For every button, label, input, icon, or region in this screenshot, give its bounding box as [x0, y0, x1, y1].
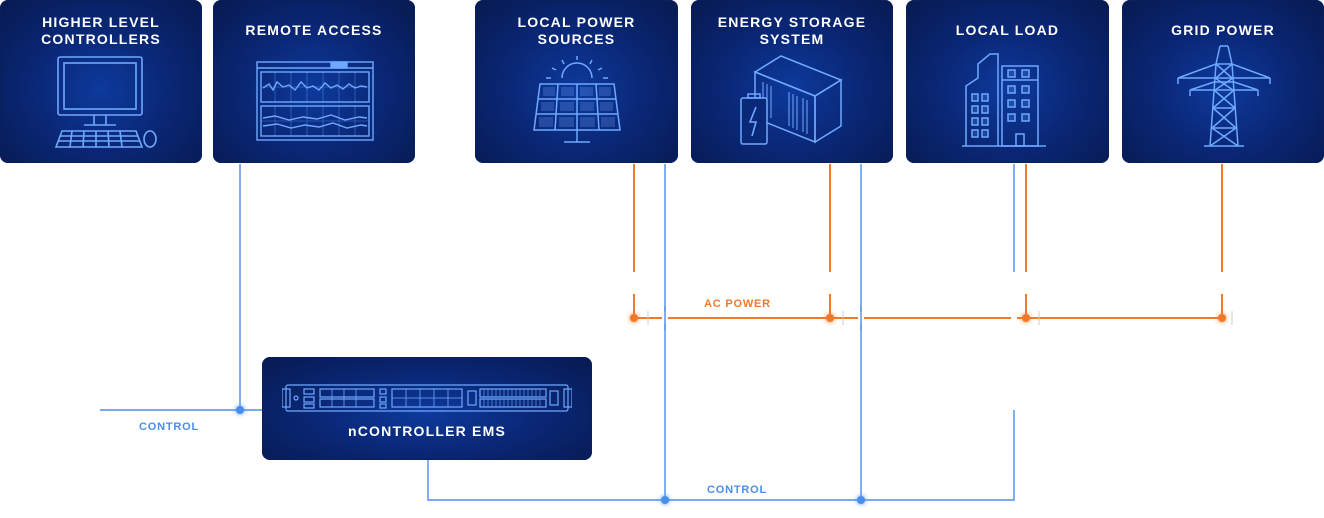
buildings-icon [962, 50, 1046, 148]
card-title: nCONTROLLER EMS [348, 423, 506, 439]
card-ncontroller-ems: nCONTROLLER EMS [262, 357, 592, 460]
card-title: HIGHER LEVEL CONTROLLERS [41, 14, 161, 47]
monitoring-screen-icon [255, 60, 375, 142]
card-remote-access: REMOTE ACCESS [213, 0, 415, 163]
rack-server-icon [282, 383, 572, 413]
card-title: GRID POWER [1171, 22, 1275, 38]
control-label-left: CONTROL [139, 421, 199, 433]
card-grid-power: GRID POWER [1122, 0, 1324, 163]
ac-power-lines [633, 164, 1223, 319]
control-label-bottom: CONTROL [707, 484, 767, 496]
card-higher-level-controllers: HIGHER LEVEL CONTROLLERS [0, 0, 202, 163]
desktop-computer-icon [52, 55, 162, 151]
ac-nodes [630, 314, 1226, 322]
control-lines [100, 164, 1015, 501]
solar-panel-icon [530, 54, 624, 146]
card-local-load: LOCAL LOAD [906, 0, 1109, 163]
card-local-power-sources: LOCAL POWER SOURCES [475, 0, 678, 163]
control-nodes [236, 406, 865, 504]
ac-power-label: AC POWER [704, 298, 771, 310]
battery-container-icon [739, 52, 843, 148]
card-title: LOCAL LOAD [955, 22, 1060, 38]
card-title: ENERGY STORAGE SYSTEM [717, 14, 867, 47]
card-title: LOCAL POWER SOURCES [517, 14, 636, 47]
card-energy-storage-system: ENERGY STORAGE SYSTEM [691, 0, 893, 163]
card-title: REMOTE ACCESS [245, 22, 383, 38]
transmission-tower-icon [1176, 44, 1272, 148]
